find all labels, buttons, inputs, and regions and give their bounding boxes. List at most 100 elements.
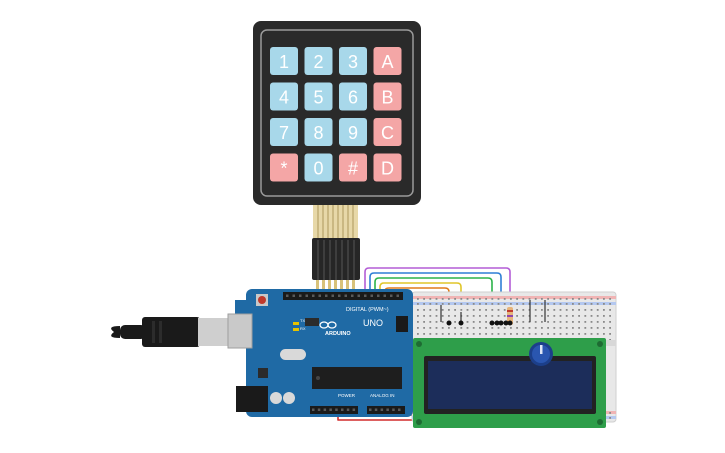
keypad-key[interactable]: 5	[304, 82, 333, 111]
keypad-key-face	[373, 82, 402, 111]
header-pin[interactable]	[364, 294, 367, 298]
breadboard-hole	[609, 417, 611, 419]
keypad-key[interactable]: A	[373, 47, 402, 75]
wire-purple	[364, 267, 511, 323]
breadboard-hole	[429, 327, 432, 329]
header-pin[interactable]	[286, 294, 289, 298]
header-pin[interactable]	[380, 408, 384, 412]
header-pin[interactable]	[341, 408, 344, 412]
keypad-key[interactable]: 3	[339, 47, 367, 75]
header-pin[interactable]	[396, 294, 400, 298]
breadboard-hole	[578, 333, 580, 335]
header-pin[interactable]	[338, 294, 341, 298]
breadboard-hole	[578, 327, 580, 329]
header-pin[interactable]	[346, 408, 350, 412]
breadboard-hole	[522, 321, 525, 323]
keypad-key[interactable]: 9	[339, 118, 367, 146]
breadboard-hole	[553, 303, 556, 305]
breadboard-hole	[553, 327, 556, 329]
keypad-key[interactable]: 0	[304, 153, 333, 182]
keypad-key-face	[304, 153, 333, 182]
keypad-key-label: 2	[313, 52, 323, 72]
header-pin[interactable]	[331, 294, 335, 298]
breadboard-hole	[559, 321, 562, 323]
breadboard-hole	[510, 303, 512, 305]
breadboard-hole	[553, 309, 556, 311]
keypad-key-label: 8	[313, 123, 323, 143]
breadboard-hole	[565, 298, 568, 300]
header-pin[interactable]	[390, 294, 393, 298]
power-label: POWER	[338, 393, 356, 398]
arduino-uno-board[interactable]: DIGITAL (PWM~) UNO ARDUINO POWER ANALOG …	[227, 289, 413, 417]
tx-label: TX	[300, 318, 305, 323]
keypad-key[interactable]: 7	[270, 118, 298, 146]
header-pin[interactable]	[312, 408, 315, 412]
breadboard-hole	[609, 412, 611, 414]
header-pin[interactable]	[374, 408, 378, 412]
header-pin[interactable]	[398, 408, 401, 412]
header-pin[interactable]	[386, 408, 389, 412]
breadboard-hole	[516, 333, 518, 335]
breadboard-hole	[454, 309, 456, 311]
breadboard-hole	[596, 309, 599, 311]
breadboard-hole	[472, 309, 475, 311]
keypad-key-face	[304, 47, 333, 75]
breadboard-hole	[460, 303, 463, 305]
header-pin[interactable]	[351, 294, 354, 298]
keypad-key-face	[373, 118, 402, 146]
header-pin[interactable]	[325, 294, 328, 298]
potentiometer-icon[interactable]	[529, 342, 553, 366]
breadboard-hole	[454, 303, 456, 305]
keypad-key[interactable]: *	[270, 153, 298, 182]
header-pin[interactable]	[318, 294, 322, 298]
header-pin[interactable]	[335, 408, 338, 412]
header-pin[interactable]	[317, 408, 321, 412]
breadboard-hole	[572, 315, 574, 317]
header-pin[interactable]	[369, 408, 372, 412]
keypad-key[interactable]: C	[373, 118, 402, 146]
breadboard-hole	[429, 303, 432, 305]
keypad-key-face	[304, 118, 333, 146]
keypad-key[interactable]: 1	[270, 47, 298, 75]
header-pin[interactable]	[292, 294, 296, 298]
analog-header	[367, 406, 405, 414]
breadboard-hole	[534, 327, 537, 329]
header-pin[interactable]	[312, 294, 315, 298]
keypad-key-face	[339, 118, 367, 146]
keypad-key[interactable]: D	[373, 153, 402, 182]
keypad-key-face	[339, 47, 367, 75]
reset-button-icon[interactable]	[256, 294, 268, 306]
keypad-key[interactable]: 2	[304, 47, 333, 75]
keypad-key[interactable]: 8	[304, 118, 333, 146]
header-pin[interactable]	[377, 294, 380, 298]
header-pin[interactable]	[344, 294, 348, 298]
header-pin[interactable]	[299, 294, 302, 298]
keypad-key-face	[339, 82, 367, 111]
keypad-key-face	[339, 153, 367, 182]
breadboard-hole	[559, 315, 562, 317]
header-pin[interactable]	[323, 408, 327, 412]
header-pin[interactable]	[383, 294, 387, 298]
header-pin[interactable]	[329, 408, 332, 412]
breadboard-hole	[491, 315, 494, 317]
breadboard-hole	[572, 303, 574, 305]
keypad-key[interactable]: 4	[270, 82, 298, 111]
keypad-key[interactable]: 6	[339, 82, 367, 111]
breadboard-hole	[534, 315, 537, 317]
breadboard-hole	[603, 321, 605, 323]
breadboard-hole	[417, 333, 419, 335]
breadboard-hole	[435, 333, 438, 335]
board-usb-jack	[227, 313, 253, 349]
header-pin[interactable]	[357, 294, 361, 298]
header-pin[interactable]	[392, 408, 395, 412]
header-pin[interactable]	[352, 408, 356, 412]
breadboard-hole	[472, 298, 475, 300]
keypad-key[interactable]: #	[339, 153, 367, 182]
breadboard-hole	[584, 309, 587, 311]
lcd-module[interactable]	[413, 338, 606, 428]
header-pin[interactable]	[305, 294, 309, 298]
keypad-key[interactable]: B	[373, 82, 402, 111]
header-pin[interactable]	[370, 294, 374, 298]
breadboard-hole	[522, 315, 525, 317]
